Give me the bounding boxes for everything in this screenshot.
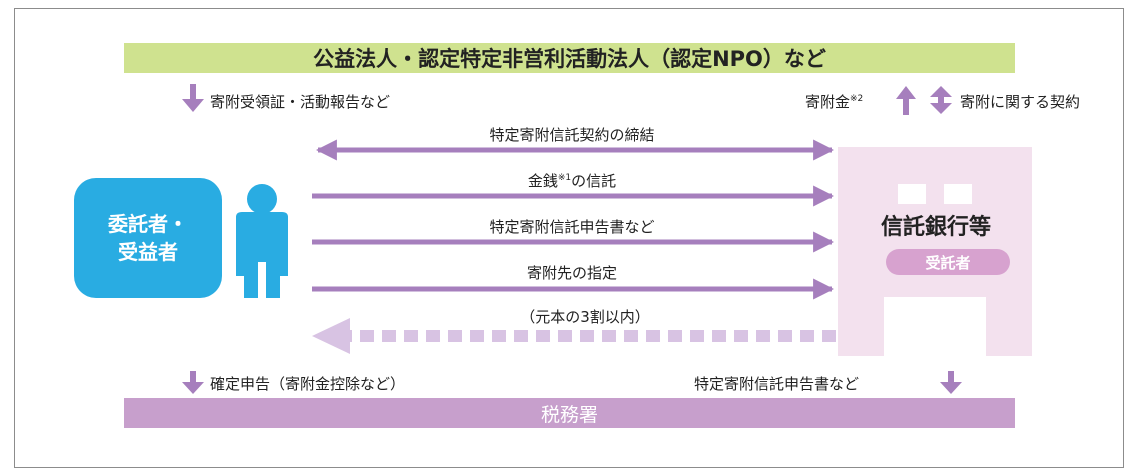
footnote-1: ※1 (557, 173, 572, 183)
receipt-report-label: 寄附受領証・活動報告など (210, 93, 391, 111)
donation-money-label: 寄附金※2 (805, 93, 864, 111)
footnote-2: ※2 (850, 94, 864, 104)
settlor-line1: 委託者・ (108, 212, 188, 236)
return-label: （元本の3割以内） (520, 308, 650, 326)
person-icon (236, 184, 288, 298)
tax-return-label: 確定申告（寄附金控除など） (210, 375, 406, 393)
contract-label: 特定寄附信託契約の締結 (489, 126, 655, 144)
money-trust-label: 金銭※1の信託 (527, 172, 617, 190)
designation-label: 寄附先の指定 (526, 264, 617, 282)
donation-contract-label: 寄附に関する契約 (960, 93, 1081, 111)
settlor-line2: 受益者 (118, 240, 178, 264)
double-arrow-icon (930, 86, 952, 114)
trustee-badge: 受託者 (886, 249, 1010, 275)
down-arrow-icon (940, 371, 962, 394)
settlor-beneficiary-box: 委託者・ 受益者 (74, 178, 222, 298)
top-bar-organizations: 公益法人・認定特定非営利活動法人（認定NPO）など (124, 43, 1015, 73)
trust-bank-name: 信託銀行等 (880, 215, 991, 240)
return-dashed-arrow (312, 318, 836, 354)
up-arrow-icon (896, 86, 916, 115)
down-arrow-icon (182, 371, 204, 394)
declaration-label: 特定寄附信託申告書など (489, 218, 655, 236)
bottom-bar-tax-office: 税務署 (124, 398, 1015, 428)
down-arrow-icon (182, 84, 204, 112)
bottom-declaration-label: 特定寄附信託申告書など (694, 375, 860, 393)
